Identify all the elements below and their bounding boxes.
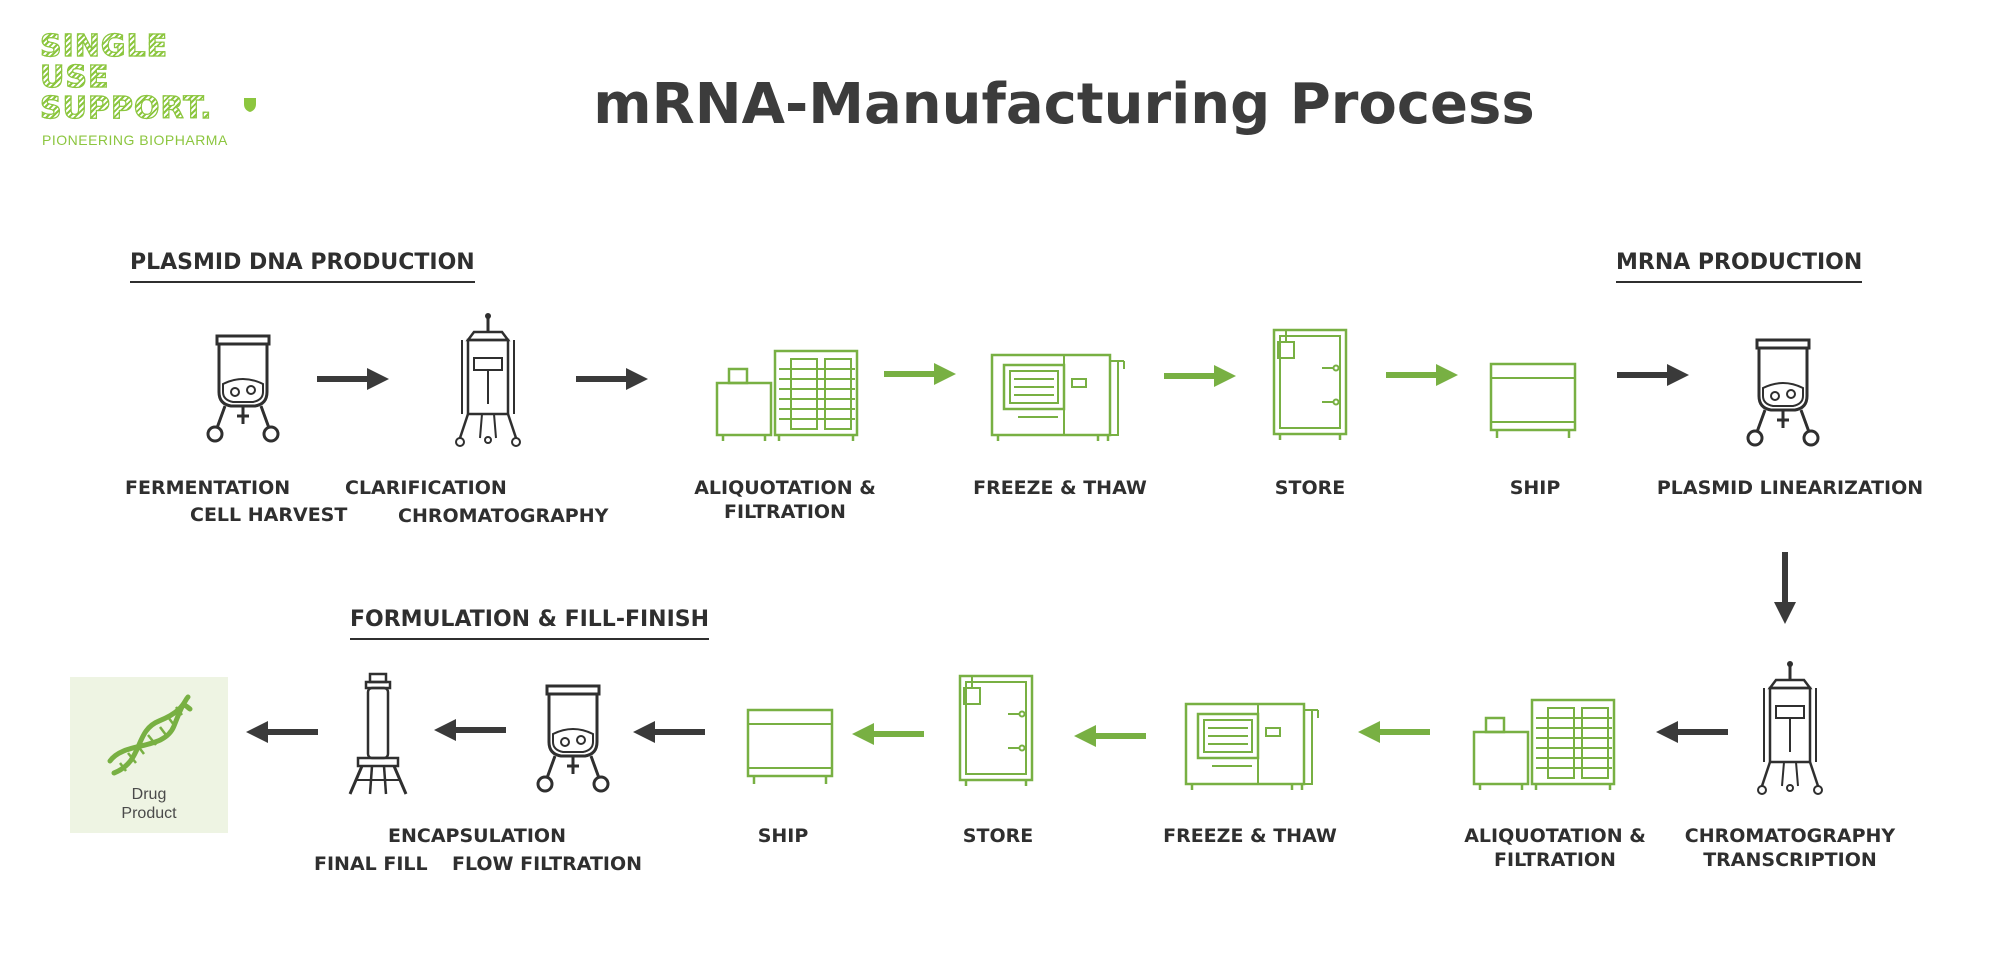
label-freeze-thaw: FREEZE & THAW [973, 477, 1147, 499]
dna-helix-icon [107, 694, 193, 776]
arrow-right-icon [1617, 364, 1689, 386]
label-fermentation: FERMENTATION [125, 477, 291, 499]
arrow-left-icon [1656, 721, 1728, 743]
storage-cabinet-icon-row2 [958, 674, 1034, 788]
arrow-right-icon [576, 368, 648, 390]
label-encapsulation: ENCAPSULATION [388, 825, 566, 847]
label-line: ALIQUOTATION & [694, 477, 876, 499]
label-store-2: STORE [962, 825, 1034, 847]
label-aliquotation-filtration-2: ALIQUOTATION & FILTRATION [1450, 824, 1660, 872]
shipping-container-icon-row2 [746, 708, 834, 786]
page-title: mRNA-Manufacturing Process [593, 72, 1535, 137]
aliquot-station-icon-row1 [715, 349, 859, 443]
freeze-thaw-unit-icon-row1 [990, 353, 1126, 443]
arrow-left-icon [434, 719, 506, 741]
section-mrna-production: MRNA PRODUCTION [1616, 250, 1863, 283]
label-aliquotation-filtration: ALIQUOTATION & FILTRATION [680, 476, 890, 524]
arrow-left-icon [852, 723, 924, 745]
label-store: STORE [1274, 477, 1346, 499]
arrow-down-icon [1774, 552, 1796, 624]
section-formulation-fill-finish: FORMULATION & FILL-FINISH [350, 607, 710, 640]
arrow-right-icon [1164, 365, 1236, 387]
label-ship-2: SHIP [757, 825, 809, 847]
label-chromatography: CHROMATOGRAPHY [398, 505, 609, 527]
drug-product-line-2: Product [121, 805, 177, 822]
logo-tagline: PIONEERING BIOPHARMA [42, 132, 228, 148]
label-line: CHROMATOGRAPHY [1684, 825, 1896, 847]
label-line: FILTRATION [1494, 849, 1616, 871]
drug-product-label: Drug Product [70, 785, 228, 823]
label-ship: SHIP [1509, 477, 1561, 499]
arrow-left-icon [1074, 725, 1146, 747]
arrow-right-icon [317, 368, 389, 390]
bioreactor-icon-encapsulation [536, 684, 610, 793]
arrow-right-icon [1386, 364, 1458, 386]
label-clarification: CLARIFICATION [345, 477, 507, 499]
logo-line-1: SINGLE [39, 29, 169, 64]
aliquot-station-icon-row2 [1472, 698, 1616, 792]
storage-cabinet-icon-row1 [1272, 328, 1348, 442]
chromatography-column-icon-transcription [1756, 659, 1824, 796]
label-final-fill: FINAL FILL [314, 853, 428, 875]
logo-line-2: USE [39, 60, 110, 95]
label-freeze-thaw-2: FREEZE & THAW [1163, 825, 1337, 847]
label-plasmid-linearization: PLASMID LINEARIZATION [1656, 477, 1924, 499]
section-plasmid-dna-production: PLASMID DNA PRODUCTION [130, 250, 475, 283]
filter-column-icon-final-fill [348, 672, 408, 796]
label-line: TRANSCRIPTION [1703, 849, 1877, 871]
arrow-right-icon [884, 363, 956, 385]
drug-product-line-1: Drug [131, 786, 167, 803]
freeze-thaw-unit-icon-row2 [1184, 702, 1320, 792]
chromatography-column-icon-clarification [454, 311, 522, 448]
label-cell-harvest: CELL HARVEST [190, 504, 348, 526]
bioreactor-icon-linearization [1746, 338, 1820, 447]
shipping-container-icon-row1 [1489, 362, 1577, 440]
label-chromatography-transcription: CHROMATOGRAPHY TRANSCRIPTION [1680, 824, 1900, 872]
label-line: ALIQUOTATION & [1464, 825, 1646, 847]
drug-product-box: Drug Product [70, 677, 228, 833]
arrow-left-icon [633, 721, 705, 743]
arrow-left-icon [246, 721, 318, 743]
arrow-left-icon [1358, 721, 1430, 743]
label-line: FILTRATION [724, 501, 846, 523]
shield-icon [244, 98, 256, 112]
logo-line-3: SUPPORT. [39, 91, 213, 126]
label-flow-filtration: FLOW FILTRATION [452, 853, 643, 875]
bioreactor-icon-fermentation [206, 334, 280, 443]
